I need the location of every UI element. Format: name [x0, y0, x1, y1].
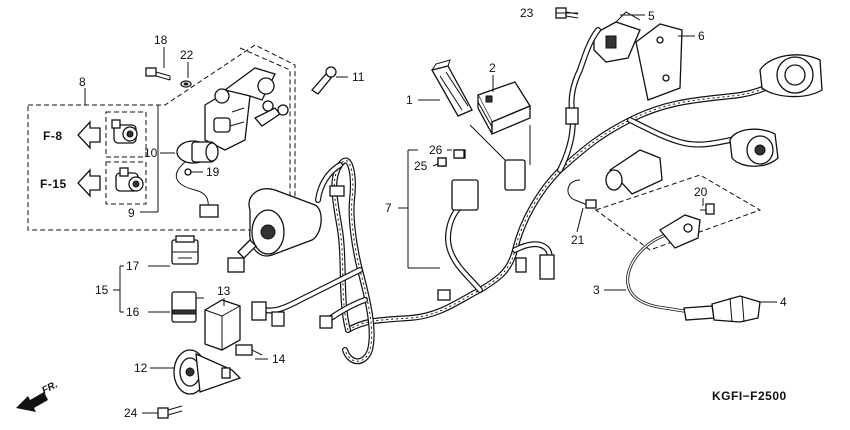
socket-large — [759, 54, 823, 98]
ref-label-f8: F-8 — [43, 129, 63, 143]
callout-26: 26 — [429, 143, 443, 157]
callout-7: 7 — [385, 201, 392, 215]
callout-6: 6 — [698, 29, 705, 43]
fuse-25 — [437, 157, 447, 167]
bulb-socket — [605, 149, 663, 195]
neutral-switch-3 — [626, 214, 701, 314]
callout-25: 25 — [414, 159, 428, 173]
bolt-18 — [145, 67, 171, 81]
switch-10 — [175, 140, 219, 218]
callout-4: 4 — [780, 295, 787, 309]
callout-3: 3 — [593, 283, 600, 297]
regulator-1 — [431, 59, 473, 117]
callout-2: 2 — [489, 61, 496, 75]
callout-22: 22 — [180, 48, 194, 62]
callout-15: 15 — [95, 283, 109, 297]
callout-13: 13 — [217, 284, 231, 298]
horn-12 — [173, 349, 242, 395]
key — [253, 104, 289, 127]
callout-9: 9 — [128, 206, 135, 220]
washer-22 — [180, 80, 192, 88]
front-arrow-icon — [16, 392, 48, 412]
callout-12: 12 — [134, 361, 148, 375]
callout-20: 20 — [694, 185, 708, 199]
clamp-21 — [567, 179, 597, 209]
harness-connectors — [251, 107, 579, 329]
bracket-15-lines — [113, 265, 124, 313]
callout-5: 5 — [648, 9, 655, 23]
lock-cylinder-f8 — [111, 119, 138, 144]
resistor-2 — [477, 81, 531, 135]
callout-8: 8 — [79, 75, 86, 89]
key-blank — [311, 66, 337, 95]
callout-11: 11 — [352, 70, 365, 84]
relay-13 — [204, 299, 241, 351]
callout-numbers: 1 2 3 4 5 6 7 8 9 10 11 12 13 14 15 16 1… — [79, 6, 787, 420]
bolt-24 — [157, 405, 183, 419]
connector-14 — [235, 344, 263, 356]
ref-label-f15: F-15 — [40, 177, 67, 191]
wire-harness-7 — [262, 27, 788, 365]
callout-10: 10 — [144, 146, 158, 160]
relay-16 — [171, 291, 204, 323]
leader-lines — [142, 12, 777, 414]
socket-medium — [729, 128, 779, 167]
bolt-20 — [700, 203, 715, 215]
relay-17 — [171, 235, 199, 265]
speed-sensor-4 — [683, 295, 761, 323]
bracket-7-lines — [398, 149, 440, 269]
ref-arrow-f8 — [77, 120, 101, 150]
callout-21: 21 — [571, 233, 585, 247]
bracket-6 — [635, 23, 683, 101]
fuse-26 — [453, 149, 465, 159]
callout-18: 18 — [154, 33, 168, 47]
callout-1: 1 — [406, 93, 413, 107]
lock-cylinder-f15 — [115, 167, 144, 192]
ignition-group-frame — [27, 44, 296, 231]
callout-24: 24 — [124, 406, 138, 420]
front-label: FR. — [40, 379, 59, 396]
relay-5 — [593, 11, 641, 63]
callout-19: 19 — [206, 165, 220, 179]
ref-arrow-f15 — [77, 168, 101, 198]
ignition-coil — [227, 188, 322, 273]
callout-17: 17 — [126, 259, 140, 273]
diagram-code: KGFI−F2500 — [712, 389, 787, 403]
callout-16: 16 — [126, 305, 140, 319]
callout-23: 23 — [520, 6, 534, 20]
callout-14: 14 — [272, 352, 286, 366]
ignition-switch — [204, 67, 276, 151]
